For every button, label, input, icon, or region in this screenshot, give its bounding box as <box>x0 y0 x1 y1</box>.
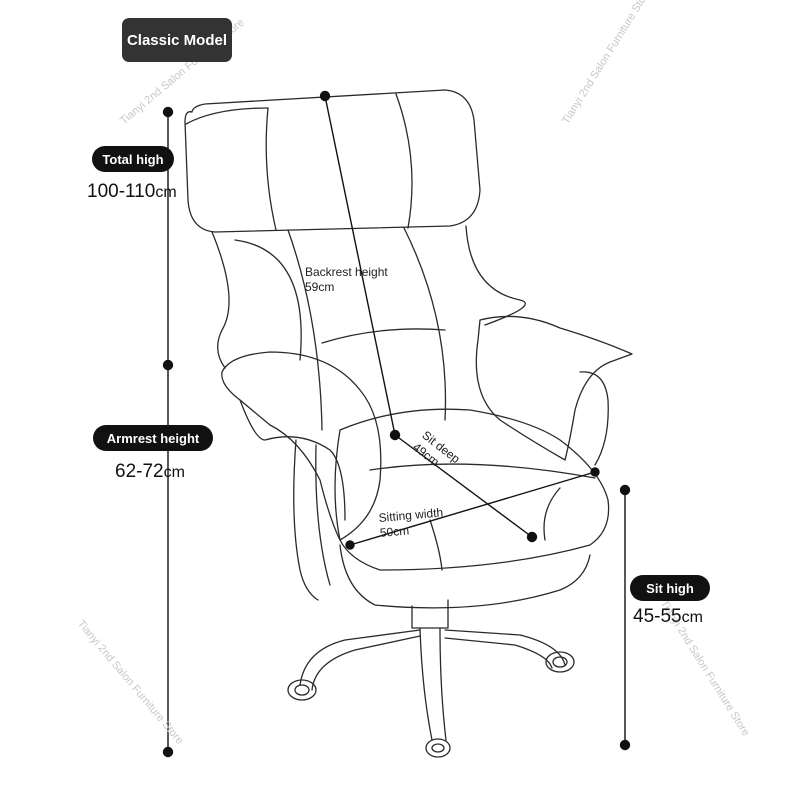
seat-seam <box>543 487 561 541</box>
caster-front-inner <box>431 743 445 753</box>
caster-left <box>287 679 317 701</box>
armrest-height-label: Armrest height <box>93 425 213 451</box>
gas-lift <box>411 599 449 629</box>
backrest-side <box>234 239 302 361</box>
backrest-height-text: Backrest height 59cm <box>305 265 388 295</box>
caster-front <box>425 738 451 758</box>
sit-deep-end-dot <box>526 531 538 543</box>
backrest-height-value: 59cm <box>305 280 335 294</box>
headrest-seam <box>395 93 413 229</box>
star-base-leg <box>444 637 553 669</box>
total-high-value: 100-110cm <box>87 181 177 203</box>
backrest-top-dot <box>319 90 331 102</box>
headrest-seam <box>265 107 277 231</box>
left-arm-support <box>293 439 319 601</box>
seat-front-seam <box>369 463 596 479</box>
sitting-width-line <box>349 471 596 546</box>
armrest-height-number: 62-72 <box>115 461 164 482</box>
total-high-label: Total high <box>92 146 174 172</box>
total-high-bottom-dot <box>162 746 174 758</box>
armrest-top-dot <box>162 359 174 371</box>
headrest-seam <box>185 107 269 125</box>
star-base-leg <box>299 629 421 686</box>
backrest-outline <box>465 225 526 326</box>
gas-lift <box>419 627 433 741</box>
sitting-width-right-dot <box>590 467 600 477</box>
armrest-height-unit: cm <box>163 464 185 481</box>
sit-high-bottom-dot <box>619 739 631 751</box>
sit-high-value: 45-55cm <box>633 606 703 628</box>
caster-left-inner <box>294 684 310 696</box>
seat-skirt <box>339 544 591 609</box>
left-armrest-edge <box>239 399 346 521</box>
headrest-outline <box>184 89 481 233</box>
sit-high-number: 45-55 <box>633 606 682 627</box>
star-base-leg <box>311 635 421 691</box>
star-base-leg <box>444 629 566 666</box>
sitting-width-text: Sitting width 50cm <box>378 505 445 541</box>
seat-seam <box>429 519 443 571</box>
left-arm-support <box>315 444 331 586</box>
caster-right <box>545 651 575 673</box>
backrest-seam <box>321 328 446 344</box>
right-arm-support <box>579 371 609 466</box>
armrest-height-value: 62-72cm <box>115 461 185 483</box>
backrest-outline <box>211 231 230 369</box>
backrest-height-line <box>324 95 396 436</box>
backrest-panel <box>287 229 323 431</box>
sit-high-unit: cm <box>681 609 703 626</box>
backrest-height-label: Backrest height <box>305 265 388 279</box>
model-title-badge: Classic Model <box>122 18 232 62</box>
sit-high-label: Sit high <box>630 575 710 601</box>
caster-right-inner <box>552 656 568 668</box>
sit-deep-line <box>394 434 533 538</box>
backrest-panel <box>403 227 447 421</box>
right-armrest <box>475 315 633 461</box>
sitting-width-left-dot <box>345 540 355 550</box>
gas-lift <box>439 627 447 741</box>
seat-cushion <box>334 408 610 571</box>
total-high-unit: cm <box>155 184 177 201</box>
total-high-number: 100-110 <box>87 181 156 202</box>
left-armrest <box>221 351 382 541</box>
total-high-top-dot <box>162 106 174 118</box>
sit-high-top-dot <box>619 484 631 496</box>
